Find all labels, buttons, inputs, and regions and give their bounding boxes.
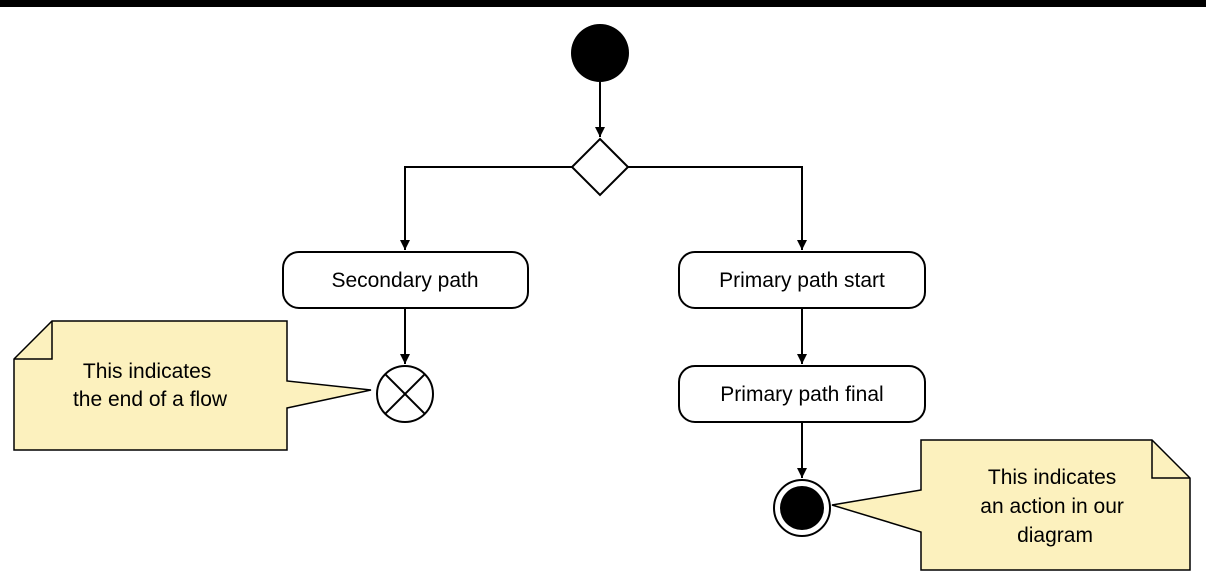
action-secondary-path-label: Secondary path <box>331 269 478 292</box>
note-action: This indicates an action in our diagram <box>831 439 1191 571</box>
action-primary-path-final: Primary path final <box>678 365 926 423</box>
activity-final-node <box>773 479 831 537</box>
decision-node <box>570 137 630 197</box>
note-action-line-1: This indicates <box>988 466 1116 489</box>
note-flow-end-line-1: This indicates <box>83 360 211 383</box>
edge-decision-to-primary <box>628 166 807 250</box>
action-primary-path-start-label: Primary path start <box>719 269 885 292</box>
action-primary-path-start: Primary path start <box>678 251 926 309</box>
note-action-line-3: diagram <box>1017 524 1093 547</box>
edge-decision-to-secondary <box>400 166 572 250</box>
note-flow-end: This indicates the end of a flow <box>13 320 372 451</box>
note-flow-end-line-2: the end of a flow <box>73 388 228 411</box>
initial-node <box>571 24 629 82</box>
note-flow-end-text: This indicates the end of a flow <box>73 360 228 411</box>
note-action-text: This indicates an action in our diagram <box>980 466 1129 547</box>
edges <box>400 82 807 478</box>
flow-final-node <box>376 365 434 423</box>
action-secondary-path: Secondary path <box>282 251 529 309</box>
note-action-line-2: an action in our <box>980 495 1124 518</box>
top-bar <box>0 0 1206 7</box>
action-primary-path-final-label: Primary path final <box>720 383 883 406</box>
